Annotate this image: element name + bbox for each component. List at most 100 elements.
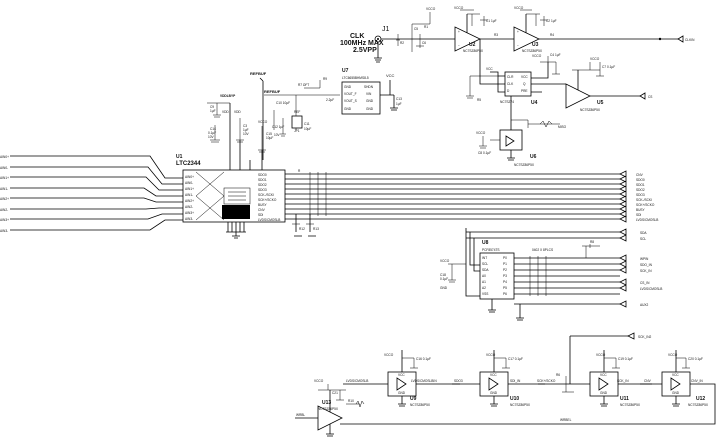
svg-text:GND: GND — [672, 391, 680, 395]
adc-ref-label: U1 — [176, 154, 183, 160]
svg-text:10V: 10V — [274, 133, 281, 137]
u2-part-label: NC7SZ86P5X — [463, 49, 484, 53]
driver-u2: + − U2 NC7SZ86P5X VCCO C1 1µF R3 — [454, 6, 514, 53]
svg-text:C3: C3 — [243, 124, 247, 128]
svg-text:AIN3+: AIN3+ — [185, 211, 194, 215]
svg-text:SDO0: SDO0 — [258, 173, 267, 177]
svg-text:VCCO: VCCO — [668, 353, 678, 357]
u2-ref-label: U2 — [469, 42, 476, 48]
svg-text:GND: GND — [600, 391, 608, 395]
u3-part-label: NC7SZ86P5X — [522, 49, 543, 53]
svg-text:10µF: 10µF — [304, 127, 311, 131]
svg-text:GND: GND — [344, 85, 352, 89]
jumper-jp1[interactable] — [291, 115, 303, 129]
buffer-u10: VCC GND VCCO C17 0.1µF SDO3 SDI_IN U10 N… — [452, 350, 545, 407]
u7-box — [341, 81, 381, 115]
svg-text:R10: R10 — [348, 399, 354, 403]
u11-part-label: NC7SZ86P5X — [620, 403, 641, 407]
svg-text:VCCO: VCCO — [514, 6, 524, 10]
u6-part-label: NC7SZ86P5X — [514, 163, 535, 167]
svg-text:C12 1µF: C12 1µF — [272, 125, 284, 129]
digital-bus: R R12 R13 — [285, 169, 627, 237]
net-sck-scki: SCK-/SCKI — [636, 198, 652, 202]
u3-ref-label: U3 — [532, 42, 539, 48]
svg-text:C16 0.1µF: C16 0.1µF — [416, 357, 431, 361]
svg-text:P6: P6 — [503, 292, 507, 296]
svg-text:REFBUF: REFBUF — [264, 89, 281, 94]
u11-out-label: SCK_IN — [617, 379, 629, 383]
svg-text:SCK-/SCKI: SCK-/SCKI — [258, 193, 274, 197]
svg-text:VCCO: VCCO — [440, 259, 450, 263]
svg-text:BUSY: BUSY — [258, 203, 268, 207]
u10-part-label: NC7SZ86P5X — [510, 403, 531, 407]
u5-ref-label: U5 — [597, 100, 604, 106]
svg-text:0.1µF: 0.1µF — [440, 277, 448, 281]
u12-in-label: CNV — [644, 379, 652, 383]
clkin-net-label: CLKIN — [685, 38, 695, 42]
u8-resistors-label: 0402 X 8PLCS — [532, 248, 553, 252]
svg-text:SDO3: SDO3 — [258, 188, 267, 192]
vcc-label: VCC — [386, 73, 395, 78]
svg-text:VCCO: VCCO — [532, 54, 542, 58]
svg-text:VCCO: VCCO — [476, 131, 486, 135]
ain3m-label: AIN3- — [0, 229, 8, 233]
svg-text:WRBL: WRBL — [296, 413, 305, 417]
svg-text:VCC: VCC — [600, 373, 607, 377]
u12-part-label: NC7SZ86P5X — [688, 403, 709, 407]
svg-text:REF: REF — [294, 110, 300, 114]
ain-input-labels: AIN0+ AIN0- AIN1+ AIN1- AIN2+ AIN2- AIN3… — [0, 155, 9, 233]
svg-text:SDA: SDA — [482, 268, 489, 272]
u10-out-label: SDI_IN — [510, 379, 521, 383]
svg-text:AIN2+: AIN2+ — [185, 199, 194, 203]
svg-text:VCC: VCC — [486, 67, 493, 71]
svg-text:SDO1: SDO1 — [258, 178, 267, 182]
svg-text:GND: GND — [366, 99, 374, 103]
svg-text:PRE: PRE — [521, 89, 528, 93]
svg-text:C11: C11 — [304, 122, 310, 126]
svg-text:C21: C21 — [332, 391, 338, 395]
u13-ref-label: U13 — [322, 400, 331, 406]
svg-text:C20 0.1µF: C20 0.1µF — [688, 357, 703, 361]
net-cnv: CNV — [636, 173, 644, 177]
io-expander-u8: U8 PCF8574TS 0402 X 8PLCS INT SCL SDA A0… — [440, 228, 662, 321]
svg-text:SCL: SCL — [482, 262, 488, 266]
net-sdo3: SDO3 — [636, 193, 645, 197]
svg-text:VCC: VCC — [672, 373, 679, 377]
svg-text:C10 10µF: C10 10µF — [276, 101, 290, 105]
net-sdo-in: SDO_IN — [640, 263, 653, 267]
svg-text:D: D — [507, 89, 510, 93]
svg-text:CLR: CLR — [507, 75, 514, 79]
sck-in2-label: SCK_IN2 — [638, 335, 652, 339]
ain2m-label: AIN2- — [0, 208, 8, 212]
net-sck-scko: SCK+/SCKO — [636, 203, 655, 207]
svg-text:VCC: VCC — [490, 373, 497, 377]
svg-text:VIN: VIN — [366, 92, 372, 96]
svg-text:CNV: CNV — [258, 208, 266, 212]
svg-text:P0: P0 — [503, 256, 507, 260]
svg-text:AIN2-: AIN2- — [185, 205, 193, 209]
svg-text:VCC: VCC — [521, 75, 528, 79]
svg-text:A0: A0 — [482, 274, 486, 278]
reference-section: REFBUF REFBUF C10 10µF R7 ΩFT R9 C12 1µF… — [250, 68, 402, 160]
svg-text:A1: A1 — [482, 280, 486, 284]
analog-inputs: AIN0+ AIN0- AIN1+ AIN1- AIN2+ AIN2- AIN3… — [0, 155, 183, 233]
svg-text:P2: P2 — [503, 268, 507, 272]
svg-text:−: − — [517, 44, 519, 48]
svg-text:C15: C15 — [266, 132, 272, 136]
u5-part-label: NC7SZ86P5X — [580, 108, 601, 112]
svg-text:R5: R5 — [477, 98, 481, 102]
svg-text:10V: 10V — [243, 132, 250, 136]
u11-in-label: SCK+/SCKO — [537, 379, 556, 383]
svg-text:SDO2: SDO2 — [258, 183, 267, 187]
svg-text:R: R — [298, 169, 301, 173]
u11-ref-label: U11 — [620, 396, 629, 402]
u8-part-label: PCF8574TS — [482, 248, 500, 252]
u10-ref-label: U10 — [510, 396, 519, 402]
svg-text:C13: C13 — [396, 97, 402, 101]
u6-ref-label: U6 — [530, 154, 537, 160]
svg-text:10µF: 10µF — [266, 136, 273, 140]
clock-amplitude-label: 2.5VPP — [353, 47, 377, 54]
svg-text:VCCO: VCCO — [384, 353, 394, 357]
buffer-u9: VCC GND VCCO C16 0.1µF LVDS/CMOSLB LVDS/… — [343, 350, 460, 407]
